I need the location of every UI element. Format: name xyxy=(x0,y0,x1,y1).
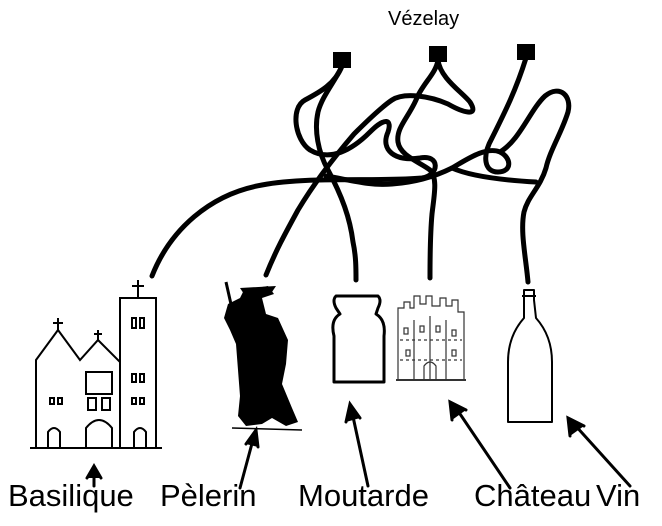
square-handle-icon xyxy=(429,46,447,62)
mustard-jar-icon xyxy=(331,294,386,384)
label-pelerin: Pèlerin xyxy=(160,478,257,513)
arrow-moutarde xyxy=(344,400,370,488)
arrows xyxy=(85,399,632,490)
basilica-icon xyxy=(30,280,162,449)
string-chateau xyxy=(395,57,441,281)
label-vin: Vin xyxy=(596,478,641,513)
string-pelerin xyxy=(263,57,476,278)
handles xyxy=(333,44,535,68)
square-handle-icon xyxy=(517,44,535,60)
string-vin-tail xyxy=(449,165,539,185)
pilgrim-silhouette-icon xyxy=(224,281,303,431)
label-moutarde: Moutarde xyxy=(298,478,429,513)
arrow-chateau xyxy=(448,399,512,490)
tangled-strings xyxy=(149,55,572,285)
castle-icon xyxy=(396,295,466,381)
square-handle-icon xyxy=(333,52,351,68)
string-moutarde xyxy=(313,63,359,283)
string-vin xyxy=(323,55,572,285)
wine-bottle-icon xyxy=(507,289,553,423)
arrow-pelerin xyxy=(238,425,260,490)
arrow-basilique xyxy=(85,463,103,488)
label-chateau: Château xyxy=(474,478,592,513)
label-basilique: Basilique xyxy=(8,478,134,513)
string-basilique xyxy=(149,63,438,279)
diagram-title: Vézelay xyxy=(388,8,460,30)
arrow-vin xyxy=(566,415,632,488)
